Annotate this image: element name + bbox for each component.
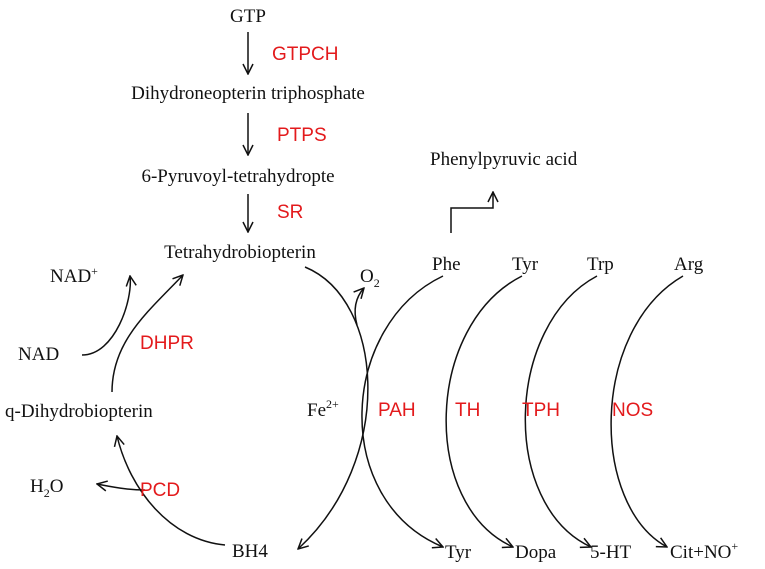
enzyme-tph: TPH (522, 400, 560, 421)
label-trp: Trp (587, 254, 614, 275)
arrow-nad-to-nad-plus (81, 276, 130, 356)
label-dihydroneopterin-triphosphate: Dihydroneopterin triphosphate (131, 83, 365, 104)
label-tetrahydrobiopterin: Tetrahydrobiopterin (164, 242, 316, 263)
enzyme-pcd: PCD (140, 480, 180, 501)
arrow-bh4-to-q-dihydrobiopterin (117, 436, 226, 546)
enzyme-dhpr: DHPR (140, 333, 194, 354)
label-nad-plus: NAD+ (50, 264, 98, 287)
label-nad: NAD (18, 344, 59, 365)
label-bh4: BH4 (232, 541, 268, 562)
label-arg: Arg (674, 254, 704, 275)
label-cit-no: Cit+NO+ (670, 539, 738, 563)
label-gtp: GTP (230, 6, 266, 27)
arrow-tetrahydrobiopterin-to-bh4 (298, 266, 369, 549)
arrow-phe-to-tyr (361, 275, 443, 547)
label-phe: Phe (432, 254, 461, 275)
arrow-tyr-to-dopa (445, 275, 523, 547)
label-q-dihydrobiopterin: q-Dihydrobiopterin (5, 401, 153, 422)
enzyme-nos: NOS (612, 400, 653, 421)
label-iron: Fe2+ (307, 397, 339, 421)
arrow-q-dihydrobiopterin-to-tetrahydrobiopterin (111, 275, 183, 393)
arrow-phe-to-phenylpyruvic (450, 192, 493, 233)
label-phenylpyruvic-acid: Phenylpyruvic acid (430, 149, 578, 170)
label-tyr-product: Tyr (445, 542, 472, 563)
enzyme-sr: SR (277, 202, 303, 223)
enzyme-th: TH (455, 400, 480, 421)
enzyme-ptps: PTPS (277, 125, 327, 146)
label-6-pyruvoyl-tetrahydropte: 6-Pyruvoyl-tetrahydropte (141, 166, 334, 187)
label-tyr-substrate: Tyr (512, 254, 539, 275)
label-dopa: Dopa (515, 542, 557, 563)
arrow-trp-to-5ht (524, 275, 598, 547)
enzyme-gtpch: GTPCH (272, 44, 339, 65)
arrow-to-water (97, 484, 146, 490)
label-oxygen: O2 (360, 266, 380, 290)
arrow-arg-to-cit-no (610, 275, 684, 547)
label-water: H2O (30, 476, 63, 500)
label-5-ht: 5-HT (590, 542, 632, 563)
enzyme-pah: PAH (378, 400, 416, 421)
arrow-oxygen-branch (355, 288, 364, 326)
